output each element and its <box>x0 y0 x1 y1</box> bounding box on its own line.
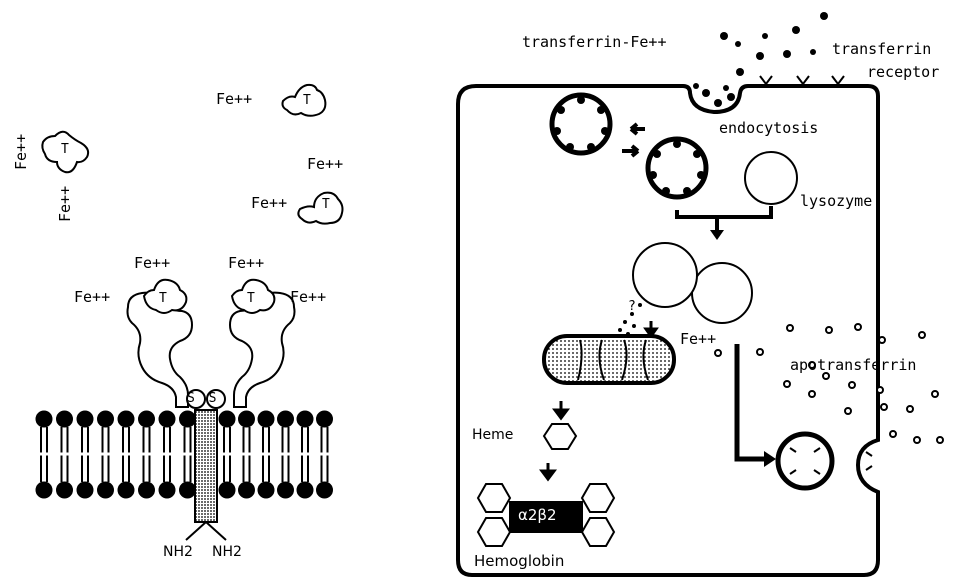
transferrin-molecule-mid <box>297 191 344 225</box>
arrow-to-hemoglobin <box>539 463 557 482</box>
lipid-head-outer <box>218 410 236 428</box>
recycling-vesicle <box>775 431 835 491</box>
lipid-head-inner <box>296 481 314 499</box>
lipid-head-outer <box>296 410 314 428</box>
heme-label: Heme <box>472 427 514 443</box>
lipid-head-outer <box>76 410 94 428</box>
bound-transferrin-left <box>142 278 188 314</box>
lipid-head-outer <box>238 410 255 428</box>
transferrin-receptor-label-1: transferrin <box>832 40 932 58</box>
recycling-arrow <box>734 344 766 462</box>
question-label: ? <box>628 299 636 314</box>
lipid-head-inner <box>316 481 333 499</box>
lipid-bilayer <box>35 410 333 499</box>
fused-endosome <box>632 242 753 324</box>
arrow-to-heme <box>552 401 570 421</box>
endocytic-vesicle-2 <box>645 136 709 200</box>
lipid-head-inner <box>35 481 53 499</box>
endocytosis-label: endocytosis <box>719 119 819 137</box>
hemoglobin-label: Hemoglobin <box>474 552 565 570</box>
transferrin-letter-top: T <box>303 93 311 108</box>
fe-label-rotated-2: Fe++ <box>56 185 74 222</box>
lipid-head-inner <box>117 481 135 499</box>
hemoglobin-complex <box>476 483 616 547</box>
lipid-head-inner <box>56 481 73 499</box>
fe-label-top: Fe++ <box>216 90 253 108</box>
lipid-head-outer <box>97 410 114 428</box>
endocytic-vesicle-1 <box>549 92 613 156</box>
lysosome <box>744 151 798 205</box>
lipid-head-outer <box>56 410 73 428</box>
transferrin-fe-particles <box>693 12 828 107</box>
lysozyme-label: lysozyme <box>800 192 873 210</box>
lipid-head-inner <box>218 481 236 499</box>
heme-hexagon <box>542 423 578 450</box>
lipid-head-outer <box>117 410 135 428</box>
transferrin-letter-bound-right: T <box>247 291 255 306</box>
lipid-head-inner <box>257 481 275 499</box>
disulfide-label: S S <box>187 391 220 406</box>
lipid-head-inner <box>238 481 255 499</box>
arrow-to-vesicle-1 <box>629 122 645 136</box>
lipid-head-outer <box>179 410 196 428</box>
arrow-to-mitochondrion <box>643 321 659 339</box>
lipid-head-outer <box>35 410 53 428</box>
lipid-head-inner <box>76 481 94 499</box>
apotransferrin-label: apotransferrin <box>790 356 917 374</box>
transferrin-letter-mid: T <box>322 197 330 212</box>
nh2-label-right: NH2 <box>212 544 242 560</box>
fusion-bracket <box>675 206 773 232</box>
lipid-head-inner <box>158 481 176 499</box>
fe-label-mid-lower: Fe++ <box>251 194 288 212</box>
membrane-fusion-receptors <box>865 451 873 471</box>
fe-label-rotated-1: Fe++ <box>12 133 30 170</box>
lipid-head-outer <box>158 410 176 428</box>
transferrin-fe-label: transferrin-Fe++ <box>522 33 667 51</box>
transferrin-letter-left: T <box>61 142 69 157</box>
fe-label-receptor-right: Fe++ <box>290 288 327 306</box>
nh2-label-left: NH2 <box>163 544 193 560</box>
lipid-head-inner <box>179 481 196 499</box>
lipid-head-inner <box>138 481 155 499</box>
bound-transferrin-right <box>230 278 276 314</box>
fusion-arrow <box>710 230 724 240</box>
disulfide-bridge <box>186 389 226 409</box>
lipid-head-inner <box>97 481 114 499</box>
lipid-head-outer <box>277 410 294 428</box>
fe-label-mid-upper: Fe++ <box>307 155 344 173</box>
mitochondrion <box>542 334 676 385</box>
hemoglobin-subunits-label: α2β2 <box>518 506 557 524</box>
transferrin-molecule-left <box>41 130 90 174</box>
transferrin-letter-bound-left: T <box>159 291 167 306</box>
surface-receptors <box>759 75 845 88</box>
fe-label-receptor-top-right: Fe++ <box>228 254 265 272</box>
transferrin-receptor-label-2: receptor <box>867 63 940 81</box>
transmembrane-stalk <box>194 409 218 523</box>
apotransferrin-particles <box>714 323 944 444</box>
transferrin-molecule-top <box>281 83 327 117</box>
lipid-head-inner <box>277 481 294 499</box>
fe-label-receptor-left: Fe++ <box>74 288 111 306</box>
fe-label-receptor-top-left: Fe++ <box>134 254 171 272</box>
fe-released-label: Fe++ <box>680 330 717 348</box>
lipid-head-outer <box>257 410 275 428</box>
arrow-to-vesicle-2 <box>622 144 640 158</box>
lipid-head-outer <box>138 410 155 428</box>
lipid-head-outer <box>316 410 333 428</box>
